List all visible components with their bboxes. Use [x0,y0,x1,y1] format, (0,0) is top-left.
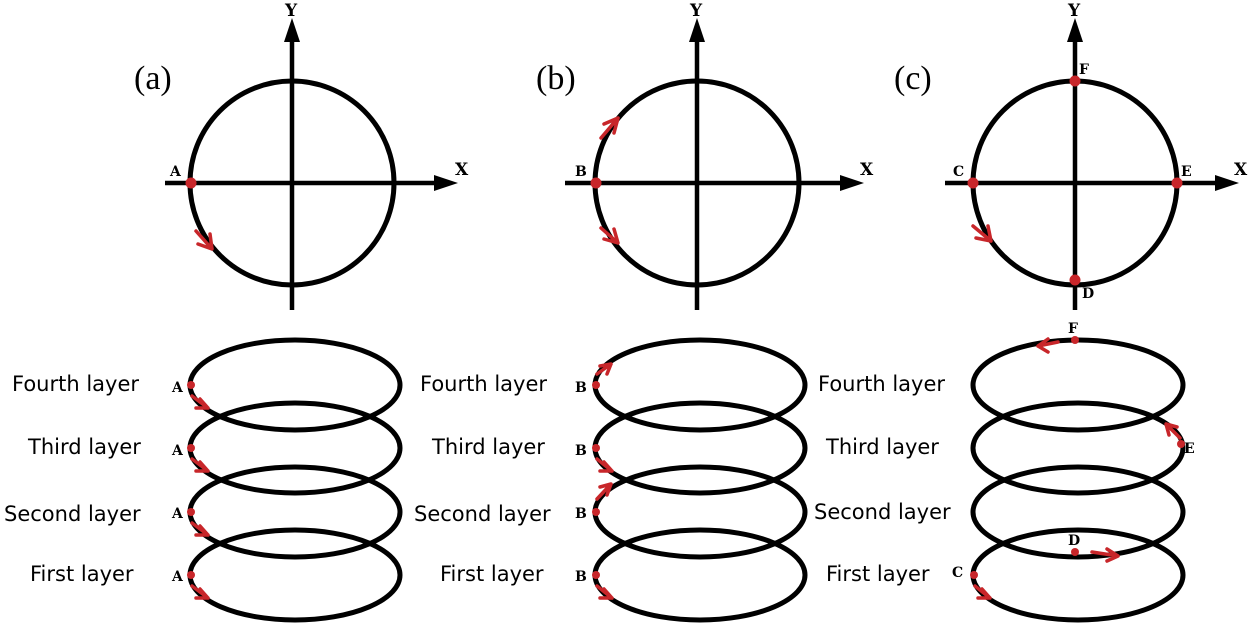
panel-b: (b) Y X B Fourth layer Third layer Secon… [414,1,874,623]
x-axis-label: X [860,160,874,180]
y-axis-arrowhead [1067,18,1083,42]
panel-c: (c) Y X C D E F Fourth layer Third [814,1,1248,623]
point-a-marker [185,177,197,189]
layer-arrow-1 [190,584,210,600]
layer-point-label-c: C [952,565,963,581]
layer-arrow-e [1164,422,1182,440]
layer-label-fourth: Fourth layer [818,372,945,396]
layer-point-label-3: B [575,443,587,459]
y-axis-label: Y [284,1,298,21]
layer-label-fourth: Fourth layer [12,372,139,396]
layer-arrow-c [973,584,992,600]
layer-marker-3 [187,444,195,452]
layer-point-label-1: A [171,569,184,585]
layer-marker-d [1071,548,1079,556]
layer-arrow-3 [190,457,210,473]
y-axis-label: Y [1067,1,1081,21]
y-axis-arrowhead [689,18,705,42]
layer-marker-1 [592,571,600,579]
layer-point-label-f: F [1068,321,1078,337]
layer-ring-3 [970,400,1186,496]
layer-arrow-d [1090,547,1120,563]
panel-a-label: (a) [134,60,172,97]
layer-point-label-2: A [171,506,184,522]
layer-point-label-d: D [1068,533,1080,549]
y-axis-arrowhead [284,18,300,42]
layer-arrow-4-up [595,362,613,376]
layer-label-first: First layer [440,562,544,586]
point-c-label: C [953,164,964,180]
direction-arrow [194,229,214,251]
layer-marker-c [970,571,978,579]
layer-label-fourth: Fourth layer [420,372,547,396]
panel-a-circle-diagram: Y X A [165,1,469,310]
layer-marker-4 [187,381,195,389]
layer-ring-2 [970,464,1186,560]
layer-ring-1 [187,527,403,623]
layer-label-second: Second layer [414,502,551,526]
x-axis-label: X [455,160,469,180]
direction-arrow-down [599,226,620,245]
panel-b-label: (b) [536,60,576,97]
layer-label-second: Second layer [4,502,141,526]
point-e-label: E [1181,164,1192,180]
layer-ring-1 [592,527,808,623]
point-b-marker [590,177,602,189]
layer-marker-4 [592,381,600,389]
x-axis-arrowhead [434,175,458,191]
layer-label-first: First layer [30,562,134,586]
point-b-label: B [575,164,587,180]
layer-marker-f [1071,336,1079,344]
panel-b-circle-diagram: Y X B [565,1,874,310]
layer-marker-3 [592,444,600,452]
layer-label-third: Third layer [825,435,939,459]
layer-marker-2 [187,508,195,516]
layer-point-label-e: E [1184,441,1195,457]
x-axis-label: X [1234,160,1248,180]
panel-b-layers: Fourth layer Third layer Second layer Fi… [414,337,808,623]
layer-label-second: Second layer [814,500,951,524]
point-d-label: D [1082,286,1094,302]
layer-arrow-1-down [595,584,614,600]
x-axis-arrowhead [1215,175,1239,191]
point-f-label: F [1079,62,1089,78]
layer-label-third: Third layer [27,435,141,459]
layer-arrow-4 [190,394,210,410]
point-c-marker [967,177,979,189]
y-axis-label: Y [689,1,703,21]
layer-label-third: Third layer [431,435,545,459]
point-e-marker [1171,177,1183,189]
layer-point-label-4: B [575,380,587,396]
layer-point-label-1: B [575,569,587,585]
direction-arrow [971,224,993,243]
panel-c-circle-diagram: Y X C D E F [945,1,1248,310]
panel-c-layers: Fourth layer Third layer Second layer Fi… [814,321,1195,623]
x-axis-arrowhead [840,175,864,191]
point-d-marker [1069,274,1081,286]
layer-marker-e [1177,440,1185,448]
layer-arrow-3-down [595,457,614,473]
layer-arrow-f [1036,337,1060,354]
panel-a-layers: Fourth layer Third layer Second layer Fi… [4,337,403,623]
layer-point-label-3: A [171,443,184,459]
layer-point-label-4: A [171,380,184,396]
point-a-label: A [169,164,182,180]
point-f-marker [1069,75,1081,87]
layer-point-label-2: B [575,506,587,522]
panel-a: (a) Y X A Fourth layer Third layer Secon… [4,1,469,623]
layer-arrow-2 [190,521,210,537]
panel-c-label: (c) [894,60,932,97]
layer-arrow-2-up [595,482,613,501]
layer-label-first: First layer [826,562,930,586]
direction-arrow-up [599,116,620,140]
layer-marker-1 [187,571,195,579]
layer-marker-2 [592,508,600,516]
